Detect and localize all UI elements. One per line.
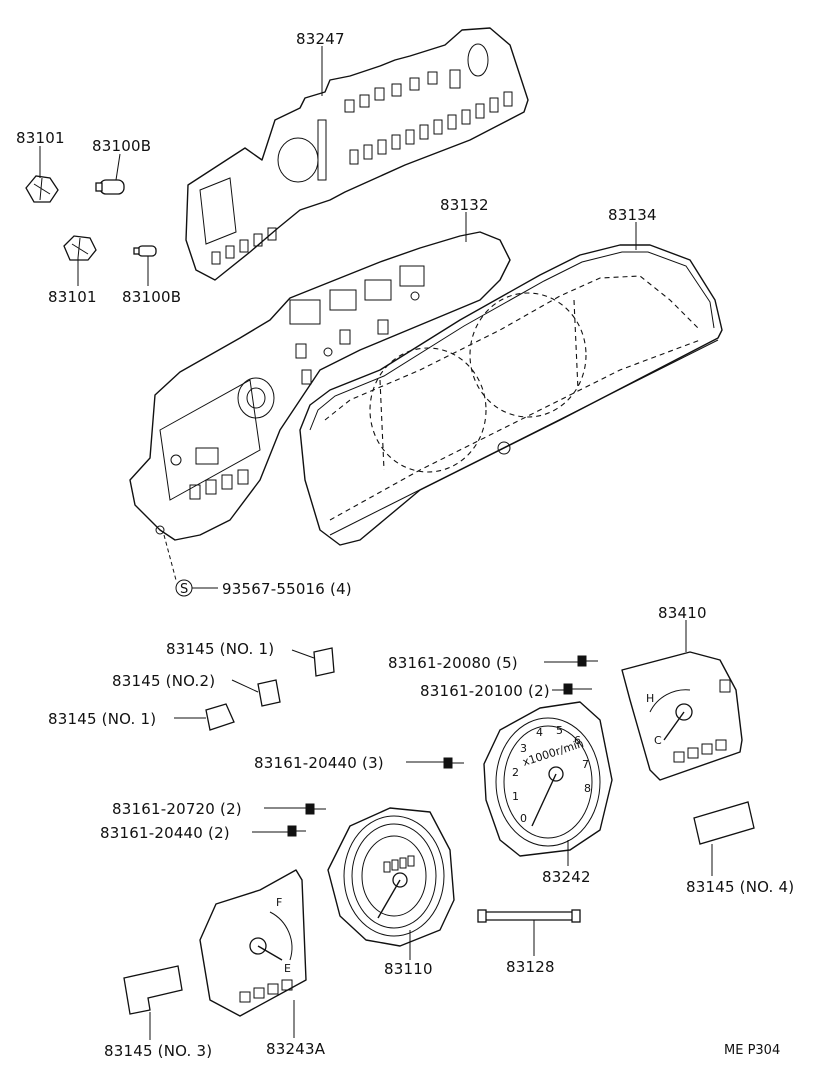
label-83100b-upper: 83100B xyxy=(92,137,151,155)
shaft-83128 xyxy=(477,909,581,923)
label-83161-20100: 83161-20100 (2) xyxy=(420,682,550,700)
label-83110: 83110 xyxy=(384,960,433,978)
label-83161-20720: 83161-20720 (2) xyxy=(112,800,242,818)
bulb-83100b-upper xyxy=(95,179,125,195)
screw-83161-20100 xyxy=(563,683,592,695)
label-83101-upper: 83101 xyxy=(16,129,65,147)
label-83145-no1-upper: 83145 (NO. 1) xyxy=(166,640,274,658)
tacho-3: 3 xyxy=(520,742,527,755)
label-83145-no4: 83145 (NO. 4) xyxy=(686,878,794,896)
temp-c-label: C xyxy=(654,734,662,747)
tacho-1: 1 xyxy=(512,790,519,803)
speedometer-83110 xyxy=(327,807,455,947)
label-83100b-lower: 83100B xyxy=(122,288,181,306)
temp-h-label: H xyxy=(646,692,654,705)
temperature-gauge-83410: H C xyxy=(621,651,743,781)
label-83161-20440-3: 83161-20440 (3) xyxy=(254,754,384,772)
label-83145-no2: 83145 (NO.2) xyxy=(112,672,215,690)
tacho-0: 0 xyxy=(520,812,527,825)
label-83242: 83242 xyxy=(542,868,591,886)
label-93567-55016: 93567-55016 (4) xyxy=(222,580,352,598)
bulb-socket-83101-lower xyxy=(63,235,97,261)
page-reference: ME P304 xyxy=(724,1043,780,1058)
tacho-7: 7 xyxy=(582,758,589,771)
tacho-scale: 0 1 2 3 4 5 6 7 8 xyxy=(512,724,591,825)
printed-circuit-plate-83247 xyxy=(185,27,529,281)
screw-83161-20440-3 xyxy=(443,757,464,769)
tacho-6: 6 xyxy=(574,734,581,747)
label-83243a: 83243A xyxy=(266,1040,326,1058)
label-83161-20440-2: 83161-20440 (2) xyxy=(100,824,230,842)
tacho-2: 2 xyxy=(512,766,519,779)
decal-83145-no1-upper xyxy=(313,647,335,677)
decal-83145-no3 xyxy=(123,965,183,1015)
label-83132: 83132 xyxy=(440,196,489,214)
decal-83145-no1-lower xyxy=(205,703,235,731)
bulb-socket-83101-upper xyxy=(25,175,59,203)
label-83247: 83247 xyxy=(296,30,345,48)
screw-93567: S xyxy=(163,534,218,597)
leader-lines xyxy=(39,46,713,1040)
tacho-8: 8 xyxy=(584,782,591,795)
screw-83161-20720 xyxy=(305,803,326,815)
screw-symbol: S xyxy=(180,582,188,597)
screw-83161-20440-2 xyxy=(287,825,306,837)
label-83145-no1-lower: 83145 (NO. 1) xyxy=(48,710,156,728)
tacho-unit: x1000r/min xyxy=(521,737,585,769)
part-labels: 83247 83101 83100B 83101 83100B 83132 83… xyxy=(16,30,794,1060)
label-83128: 83128 xyxy=(506,958,555,976)
tacho-5: 5 xyxy=(556,724,563,737)
bulb-83100b-lower xyxy=(133,245,157,257)
decal-83145-no2 xyxy=(257,679,281,707)
decal-83145-no4 xyxy=(693,801,755,845)
label-83161-20080: 83161-20080 (5) xyxy=(388,654,518,672)
screw-83161-20080 xyxy=(577,655,598,667)
fuel-gauge-83243a: F E xyxy=(199,869,307,1017)
fuel-e-label: E xyxy=(284,962,291,975)
label-83134: 83134 xyxy=(608,206,657,224)
tacho-4: 4 xyxy=(536,726,543,739)
fuel-f-label: F xyxy=(276,896,282,909)
cluster-glass-83134 xyxy=(299,244,723,546)
tachometer-83242: 0 1 2 3 4 5 6 7 8 x1000r/min xyxy=(483,701,613,857)
label-83145-no3: 83145 (NO. 3) xyxy=(104,1042,212,1060)
label-83410: 83410 xyxy=(658,604,707,622)
label-83101-lower: 83101 xyxy=(48,288,97,306)
meter-case-83132 xyxy=(129,231,511,541)
